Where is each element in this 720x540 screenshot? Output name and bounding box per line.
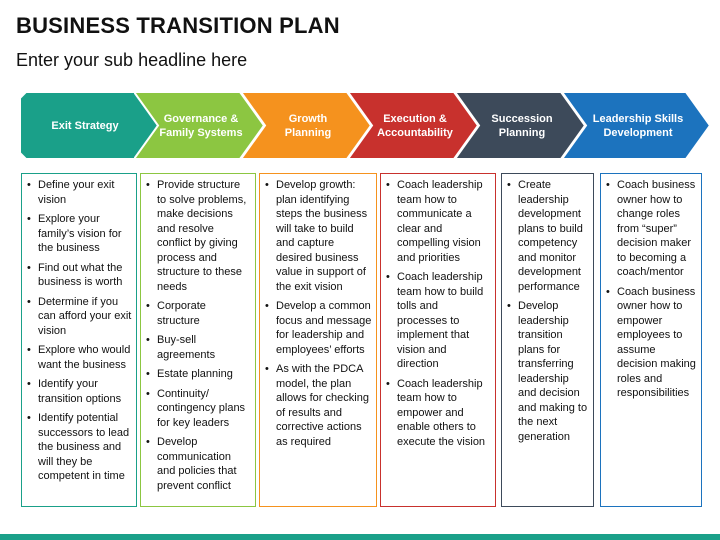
chevron-shape [134, 92, 264, 159]
chevron-fill [134, 92, 264, 159]
list-item: Explore who would want the business [25, 343, 132, 372]
list-item: Corporate structure [144, 299, 251, 328]
list-item: Identify potential successors to lead th… [25, 411, 132, 484]
step-label: Succession Planning [491, 112, 553, 139]
step-chevron: Governance & Family Systems [134, 92, 264, 159]
step-label: Leadership Skills Development [592, 112, 684, 139]
step-label: Exit Strategy [51, 119, 119, 132]
list-item: Coach leadership team how to empower and… [384, 377, 491, 450]
step-details-box: Coach business owner how to change roles… [600, 173, 702, 507]
list-item: Estate planning [144, 367, 251, 382]
chevron-shape [455, 92, 585, 159]
step-item-list: Coach business owner how to change roles… [604, 178, 697, 401]
list-item: Develop communication and policies that … [144, 435, 251, 493]
step-item-list: Develop growth: plan identifying steps t… [263, 178, 372, 449]
chevron-fill [348, 92, 478, 159]
list-item: As with the PDCA model, the plan allows … [263, 362, 372, 449]
list-item: Develop leadership transition plans for … [505, 299, 589, 444]
step-item-list: Coach leadership team how to communicate… [384, 178, 491, 449]
chevron-fill [455, 92, 585, 159]
step-details-box: Define your exit visionExplore your fami… [21, 173, 137, 507]
list-item: Determine if you can afford your exit vi… [25, 295, 132, 339]
step-label: Governance & Family Systems [159, 112, 243, 139]
step-details-box: Develop growth: plan identifying steps t… [259, 173, 377, 507]
step-chevron: Leadership Skills Development [562, 92, 710, 159]
step-label: Growth Planning [284, 112, 332, 139]
page-subtitle: Enter your sub headline here [16, 50, 248, 70]
list-item: Create leadership development plans to b… [505, 178, 589, 294]
footer-bar [0, 534, 720, 540]
list-item: Identify your transition options [25, 377, 132, 406]
step-item-list: Create leadership development plans to b… [505, 178, 589, 444]
step-chevron: Growth Planning [241, 92, 371, 159]
list-item: Explore your family’s vision for the bus… [25, 212, 132, 256]
list-item: Develop a common focus and message for l… [263, 299, 372, 357]
list-item: Provide structure to solve problems, mak… [144, 178, 251, 294]
list-item: Continuity/ contingency plans for key le… [144, 387, 251, 431]
list-item: Develop growth: plan identifying steps t… [263, 178, 372, 294]
step-item-list: Provide structure to solve problems, mak… [144, 178, 251, 493]
list-item: Coach business owner how to change roles… [604, 178, 697, 280]
step-chevron: Succession Planning [455, 92, 585, 159]
chevron-shape [348, 92, 478, 159]
chevron-shape [241, 92, 371, 159]
step-details-box: Provide structure to solve problems, mak… [140, 173, 256, 507]
chevron-shape [562, 92, 710, 159]
step-chevron: Execution & Accountability [348, 92, 478, 159]
step-chevron: Exit Strategy [20, 92, 160, 159]
step-details-box: Coach leadership team how to communicate… [380, 173, 496, 507]
list-item: Find out what the business is worth [25, 261, 132, 290]
page-title: BUSINESS TRANSITION PLAN [16, 13, 340, 38]
chevron-fill [562, 92, 710, 159]
step-label: Execution & Accountability [377, 112, 453, 139]
step-details-box: Create leadership development plans to b… [501, 173, 594, 507]
list-item: Buy-sell agreements [144, 333, 251, 362]
list-item: Coach business owner how to empower empl… [604, 285, 697, 401]
list-item: Coach leadership team how to communicate… [384, 178, 491, 265]
list-item: Define your exit vision [25, 178, 132, 207]
step-item-list: Define your exit visionExplore your fami… [25, 178, 132, 484]
chevron-fill [241, 92, 371, 159]
list-item: Coach leadership team how to build tolls… [384, 270, 491, 372]
